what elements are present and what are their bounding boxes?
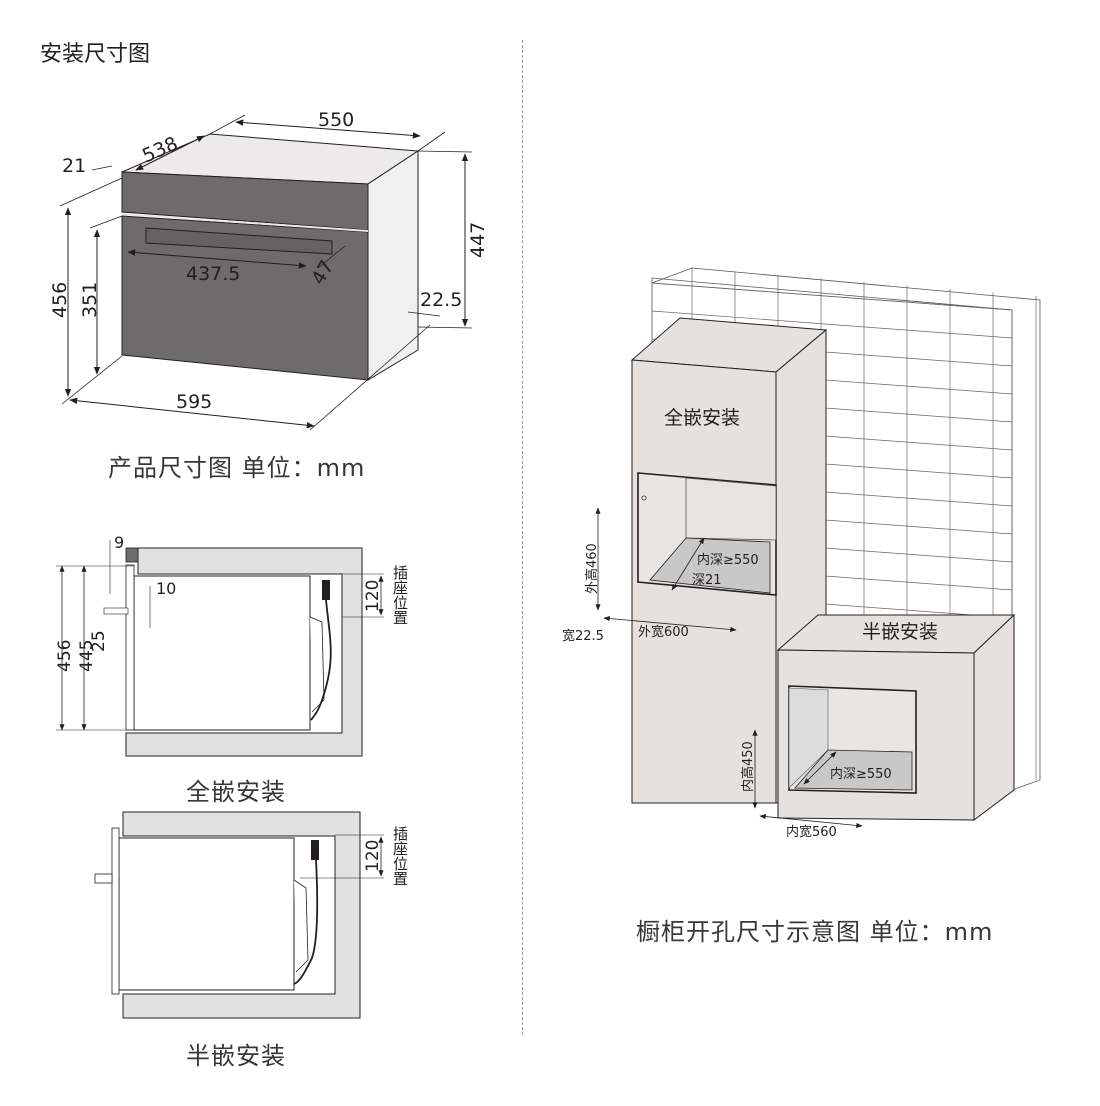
plug-icon xyxy=(322,580,330,600)
half-handle-stub xyxy=(94,873,113,884)
base-inner-depth: 内深≥550 xyxy=(830,766,892,782)
tall-cabinet-label: 全嵌安装 xyxy=(664,407,740,429)
base-cabinet-label: 半嵌安装 xyxy=(862,621,938,643)
dim-handle-offset: 25 xyxy=(89,630,109,652)
handle-stub xyxy=(103,607,129,615)
dim-half-socket-height: 120 xyxy=(363,840,383,872)
oven-handle xyxy=(145,227,333,255)
half-plug-icon xyxy=(311,840,319,860)
full-socket-label: 插座位置 xyxy=(391,565,409,625)
half-cabinet-wall xyxy=(122,811,361,1019)
dim-total-height: 456 xyxy=(49,282,71,318)
dim-front-width: 595 xyxy=(176,391,212,413)
dim-handle-length: 437.5 xyxy=(186,263,240,285)
half-embed-caption: 半嵌安装 xyxy=(186,1042,286,1070)
dim-full-body-height: 445 xyxy=(77,640,97,672)
tall-width-offset: 宽22.5 xyxy=(562,628,604,644)
half-socket-label: 插座位置 xyxy=(391,826,409,886)
dim-rear-offset: 22.5 xyxy=(420,289,462,311)
dim-handle-gap: 10 xyxy=(156,579,176,598)
tile-line xyxy=(651,310,1013,339)
power-cable xyxy=(310,599,332,721)
base-inner-height: 内高450 xyxy=(740,741,756,792)
half-power-cable xyxy=(293,859,319,985)
base-inner-width: 内宽560 xyxy=(786,824,837,840)
dim-body-height: 447 xyxy=(467,222,489,258)
half-oven-front-panel xyxy=(111,827,120,995)
tall-inner-depth: 内深≥550 xyxy=(697,552,759,568)
tall-outer-width: 外宽600 xyxy=(638,624,689,640)
top-trim-block xyxy=(125,547,139,563)
half-oven-body xyxy=(118,837,295,991)
section-divider xyxy=(522,40,523,1035)
tile-line xyxy=(651,282,1013,311)
dim-top-width: 550 xyxy=(318,109,354,131)
dim-full-total-height: 456 xyxy=(55,640,75,672)
dim-full-socket-height: 120 xyxy=(363,580,383,612)
cabinet-wall xyxy=(125,547,363,757)
cabinet-diagram-caption: 橱柜开孔尺寸示意图 单位：mm xyxy=(636,918,994,946)
page-title: 安装尺寸图 xyxy=(40,42,151,67)
dim-front-thickness: 21 xyxy=(62,155,86,177)
dim-top-gap: 9 xyxy=(114,533,124,552)
dim-door-height: 351 xyxy=(79,282,101,318)
tall-depth: 深21 xyxy=(692,573,722,588)
product-diagram-caption: 产品尺寸图 单位：mm xyxy=(108,454,366,482)
full-embed-caption: 全嵌安装 xyxy=(186,778,286,806)
oven-body xyxy=(133,575,311,731)
